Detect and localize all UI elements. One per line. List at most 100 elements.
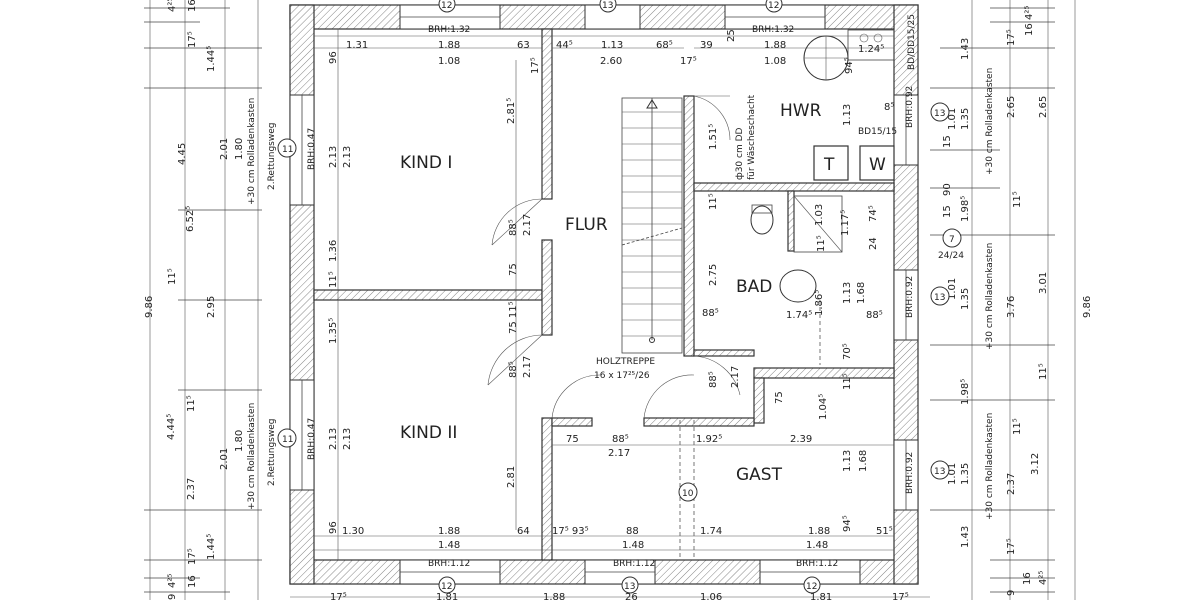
dim-interior: 11⁵: [842, 373, 853, 390]
dim-interior: 1.48: [438, 540, 460, 551]
shaft-label: ф30 cm DD: [735, 127, 745, 180]
axis-marker: 13: [624, 582, 635, 592]
dim-right: 11⁵: [1038, 363, 1049, 380]
dim-left: 11⁵: [167, 268, 178, 285]
dim-interior: 1.74⁵: [786, 310, 812, 321]
dryer-label: T: [823, 155, 835, 175]
dim-interior: 11⁵: [816, 235, 827, 252]
dim-left: 4.44⁵: [166, 414, 177, 440]
dim-left: 9.86: [144, 296, 155, 318]
dim-right: 1.01: [947, 108, 958, 130]
dim-interior: 1.92⁵: [696, 434, 722, 445]
dim-right: 17⁵: [1006, 538, 1017, 555]
dim-bottom: 26: [625, 592, 638, 600]
brh-label: BRH:1.12: [796, 559, 838, 569]
dim-left: 1.44⁵: [206, 534, 217, 560]
dim-right: 4²⁵: [1024, 6, 1035, 20]
dim-interior: 2.60: [600, 56, 622, 67]
dim-interior: 1.48: [622, 540, 644, 551]
dim-interior: 1.51⁵: [708, 124, 719, 150]
dim-right: 3.01: [1038, 272, 1049, 294]
dim-interior: 2.13: [328, 146, 339, 168]
rolladen-note: +30 cm Rolladenkasten: [247, 98, 257, 205]
dim-interior: 88: [626, 526, 639, 537]
axis-markers: 12 13 12 11 11 13 7 13 13 10 12 13 12: [277, 0, 962, 594]
dim-right: 2.37: [1006, 473, 1017, 495]
interior-dimensions: 1.31 1.88 63 44⁵ 1.13 68⁵ 39 1.88 1.24⁵ …: [314, 29, 894, 560]
dim-interior: 1.68: [856, 282, 867, 304]
dim-right: 17⁵: [1006, 29, 1017, 46]
dim-interior: 2.17: [522, 214, 533, 236]
dim-right: 9.86: [1082, 296, 1093, 318]
axis-marker: 13: [602, 1, 613, 11]
dim-interior: 1.08: [438, 56, 460, 67]
dim-interior: 1.13: [842, 450, 853, 472]
dim-bottom: 1.88: [543, 592, 565, 600]
dim-right: 1.01: [947, 463, 958, 485]
dim-right: 11⁵: [1012, 191, 1023, 208]
rolladen-note: +30 cm Rolladenkasten: [985, 68, 995, 175]
dim-right: 16: [1022, 572, 1033, 585]
room-kind1: KIND I: [400, 153, 452, 173]
dim-interior: 88⁵: [866, 310, 883, 321]
dim-interior: 2.17: [730, 366, 741, 388]
dim-left: 1.44⁵: [206, 46, 217, 72]
axis-marker: 10: [682, 489, 694, 499]
room-kind2: KIND II: [400, 423, 457, 443]
dim-interior: 1.30: [342, 526, 364, 537]
dim-right: 1.98⁵: [960, 379, 971, 405]
dim-interior: 1.68: [858, 450, 869, 472]
shaft-label: für Wäscheschacht: [747, 94, 757, 180]
dim-interior: 1.13: [601, 40, 623, 51]
bottom-dimension-chain: 17⁵ 1.81 1.88 26 1.06 1.81 17⁵: [290, 592, 930, 600]
dim-interior: 1.88: [808, 526, 830, 537]
dim-interior: 1.03: [814, 204, 825, 226]
axis-marker: 12: [441, 1, 452, 11]
dim-right: 2.65: [1006, 96, 1017, 118]
brh-label: BRH:1.12: [613, 559, 655, 569]
dim-interior: 1.88: [438, 526, 460, 537]
dim-right: 3.12: [1030, 453, 1041, 475]
brh-label: BRH:1.12: [428, 559, 470, 569]
dim-interior: 17⁵: [530, 57, 541, 74]
axis-marker: 7: [949, 235, 955, 245]
dim-right: 1.43: [960, 38, 971, 60]
dim-interior: 2.13: [342, 428, 353, 450]
brh-label: BRH:0.92: [905, 452, 915, 494]
room-bad: BAD: [736, 277, 772, 297]
vent-label: 24/24: [938, 251, 964, 261]
dim-interior: 88⁵: [708, 371, 719, 388]
dim-interior: 75: [566, 434, 579, 445]
dim-interior: 17⁵ 93⁵: [552, 526, 589, 537]
dim-right: 1.35: [960, 108, 971, 130]
dim-interior: 2.17: [522, 356, 533, 378]
dim-right: 1.98⁵: [960, 196, 971, 222]
rolladen-note: +30 cm Rolladenkasten: [985, 413, 995, 520]
window-labels: BRH:1.32 BRH:1.32 BRH:1.12 BRH:1.12 BRH:…: [307, 14, 964, 569]
dim-interior: 96: [328, 51, 339, 64]
dim-interior: 1.88: [764, 40, 786, 51]
dim-interior: 63: [517, 40, 530, 51]
dim-right: 15: [942, 205, 953, 218]
washer: [859, 145, 895, 181]
axis-marker: 11: [282, 435, 293, 445]
brh-label: BRH:0.92: [905, 276, 915, 318]
washbasin: [779, 269, 817, 303]
door-swings: [487, 95, 741, 419]
dim-bottom: 1.06: [700, 592, 722, 600]
dim-interior: 2.81⁵: [506, 98, 517, 124]
dim-interior: 2.13: [342, 146, 353, 168]
dim-interior: 1.17⁵: [840, 210, 851, 236]
dim-left: 11⁵: [186, 395, 197, 412]
room-flur: FLUR: [565, 215, 608, 235]
dim-bottom: 17⁵: [892, 592, 909, 600]
stair: HOLZTREPPE 16 x 17²⁵/26: [594, 97, 683, 381]
dim-interior: 68⁵: [656, 40, 673, 51]
dim-left: 17⁵: [187, 548, 198, 565]
dim-left: 4²⁵: [167, 0, 178, 12]
dim-left: 1.80: [234, 430, 245, 452]
dim-interior: 2.75: [708, 264, 719, 286]
dim-right: 1.35: [960, 288, 971, 310]
dim-interior: 88⁵: [612, 434, 629, 445]
